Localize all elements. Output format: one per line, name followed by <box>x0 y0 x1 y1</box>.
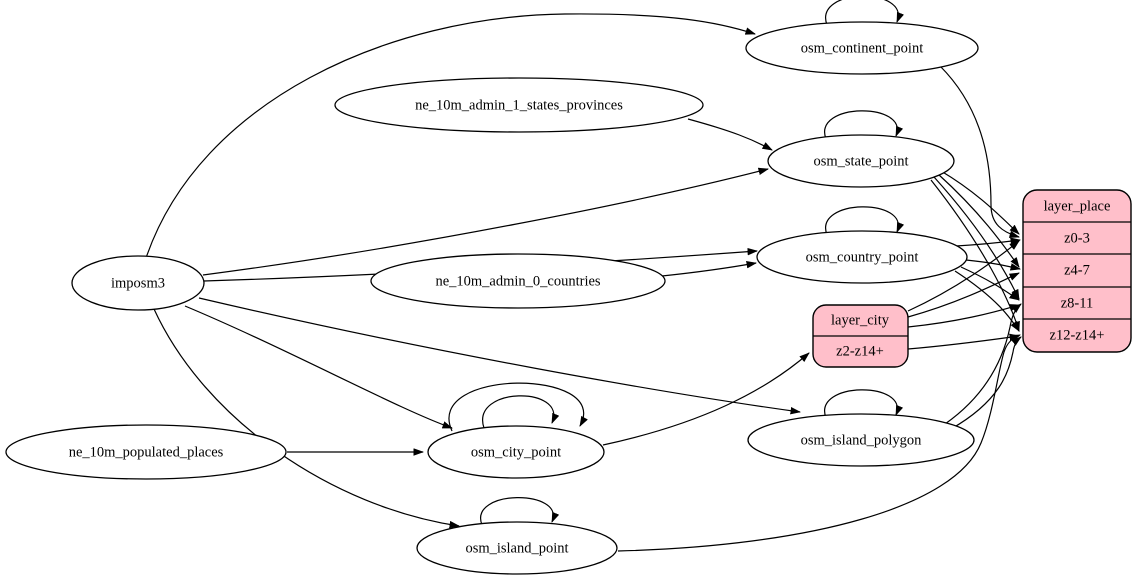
layer_place-title: layer_place <box>1044 198 1111 214</box>
edge-imposm3-to-osm_island_polygon <box>198 297 801 415</box>
edge-osm_state_point-to-layer_place-z0-3 <box>940 170 1020 235</box>
edge-osm_state_point-to-layer_place-z8-11 <box>933 176 1020 300</box>
node-layer_city: layer_city z2-z14+ <box>812 304 909 368</box>
osm_country_point-shape <box>756 230 968 284</box>
self-loop-osm_island_polygon <box>824 389 904 419</box>
node-osm_island_polygon: osm_island_polygon <box>747 413 975 467</box>
edge-osm_state_point-to-layer_place-z12-z14 <box>930 179 1020 332</box>
self-loop-inner-osm_city_point <box>482 395 560 429</box>
ne_10m_admin_1_states_provinces-shape <box>334 77 704 133</box>
layer_place-shape <box>1022 189 1132 353</box>
node-ne_10m_populated_places: ne_10m_populated_places <box>5 424 287 480</box>
edge-ne_states-to-osm_state_point <box>687 118 773 151</box>
node-imposm3: imposm3 <box>71 255 205 311</box>
osm_island_point-shape <box>416 521 618 575</box>
edge-osm_country_point-to-layer_place-z12-z14 <box>954 270 1020 332</box>
edge-layer_city-to-layer_place-z8-11 <box>907 304 1020 328</box>
ne_10m_admin_0_countries-label: ne_10m_admin_0_countries <box>435 273 600 289</box>
node-osm_city_point: osm_city_point <box>427 425 605 479</box>
layer_place-row-z4-7: z4-7 <box>1064 262 1090 278</box>
layer_city-title: layer_city <box>831 312 890 328</box>
node-osm_country_point: osm_country_point <box>756 230 968 284</box>
self-loop-osm_island_point <box>480 497 560 526</box>
ne_10m_admin_0_countries-shape <box>370 253 666 309</box>
osm_island_point-label: osm_island_point <box>465 540 568 556</box>
osm_island_polygon-shape <box>747 413 975 467</box>
edge-layer_city-to-layer_place-z4-7 <box>907 272 1020 318</box>
node-ne_10m_admin_1_states_provinces: ne_10m_admin_1_states_provinces <box>334 77 704 133</box>
edge-osm_city_point-to-layer_city <box>602 352 810 446</box>
node-layer_place: layer_place z0-3 z4-7 z8-11 z12-z14+ <box>1022 189 1132 353</box>
ne_10m_populated_places-label: ne_10m_populated_places <box>69 444 224 460</box>
node-osm_island_point: osm_island_point <box>416 521 618 575</box>
osm_city_point-shape <box>427 425 605 479</box>
layer_place-row-z12-z14: z12-z14+ <box>1050 327 1105 343</box>
node-osm_state_point: osm_state_point <box>767 134 955 188</box>
edge-osm_country_point-to-layer_place-z4-7 <box>965 259 1021 271</box>
node-ne_10m_admin_0_countries: ne_10m_admin_0_countries <box>370 253 666 309</box>
edge-osm_country_point-to-layer_place-z0-3 <box>955 237 1021 247</box>
osm_continent_point-shape <box>745 21 979 75</box>
node-osm_continent_point: osm_continent_point <box>745 21 979 75</box>
osm_continent_point-label: osm_continent_point <box>801 40 923 56</box>
edge-osm_island_polygon-to-layer_place-z8-11 <box>944 303 1022 425</box>
osm_country_point-label: osm_country_point <box>806 249 919 265</box>
edge-imposm3-to-osm_city_point <box>184 305 453 429</box>
edge-ne_countries-to-osm_country_point <box>661 260 757 277</box>
osm_state_point-label: osm_state_point <box>813 153 908 169</box>
self-loop-osm_continent_point <box>825 0 904 26</box>
layer_city-row-z2-z14: z2-z14+ <box>836 343 884 359</box>
self-loop-osm_country_point <box>825 206 905 236</box>
layer_place-row-z0-3: z0-3 <box>1064 230 1090 246</box>
edge-imposm3-to-osm_state_point <box>202 167 769 276</box>
edge-osm_continent_point-to-layer_place-z0-3 <box>939 65 1020 238</box>
self-loop-osm_state_point <box>824 110 904 140</box>
edge-layer_city-to-layer_place-z12-z14 <box>907 333 1020 350</box>
edge-osm_island_point-to-layer_place-z12-z14 <box>617 334 1021 552</box>
ne_10m_populated_places-shape <box>5 424 287 480</box>
edge-imposm3-to-osm_continent_point <box>145 13 756 259</box>
layer_place-row-z8-11: z8-11 <box>1061 295 1093 311</box>
edge-osm_state_point-to-layer_place-z4-7 <box>937 173 1020 268</box>
imposm3-label: imposm3 <box>111 275 165 291</box>
edge-imposm3-to-osm_island_point <box>153 308 460 529</box>
osm_city_point-label: osm_city_point <box>471 444 561 460</box>
osm_state_point-shape <box>767 134 955 188</box>
self-loop-outer-osm_city_point <box>448 382 588 432</box>
ne_10m_admin_1_states_provinces-label: ne_10m_admin_1_states_provinces <box>415 97 623 113</box>
imposm3-shape <box>71 255 205 311</box>
edge-layer_city-to-layer_place-z0-3 <box>907 240 1020 312</box>
osm_island_polygon-label: osm_island_polygon <box>801 432 923 448</box>
edge-osm_country_point-to-layer_place-z8-11 <box>960 266 1020 301</box>
